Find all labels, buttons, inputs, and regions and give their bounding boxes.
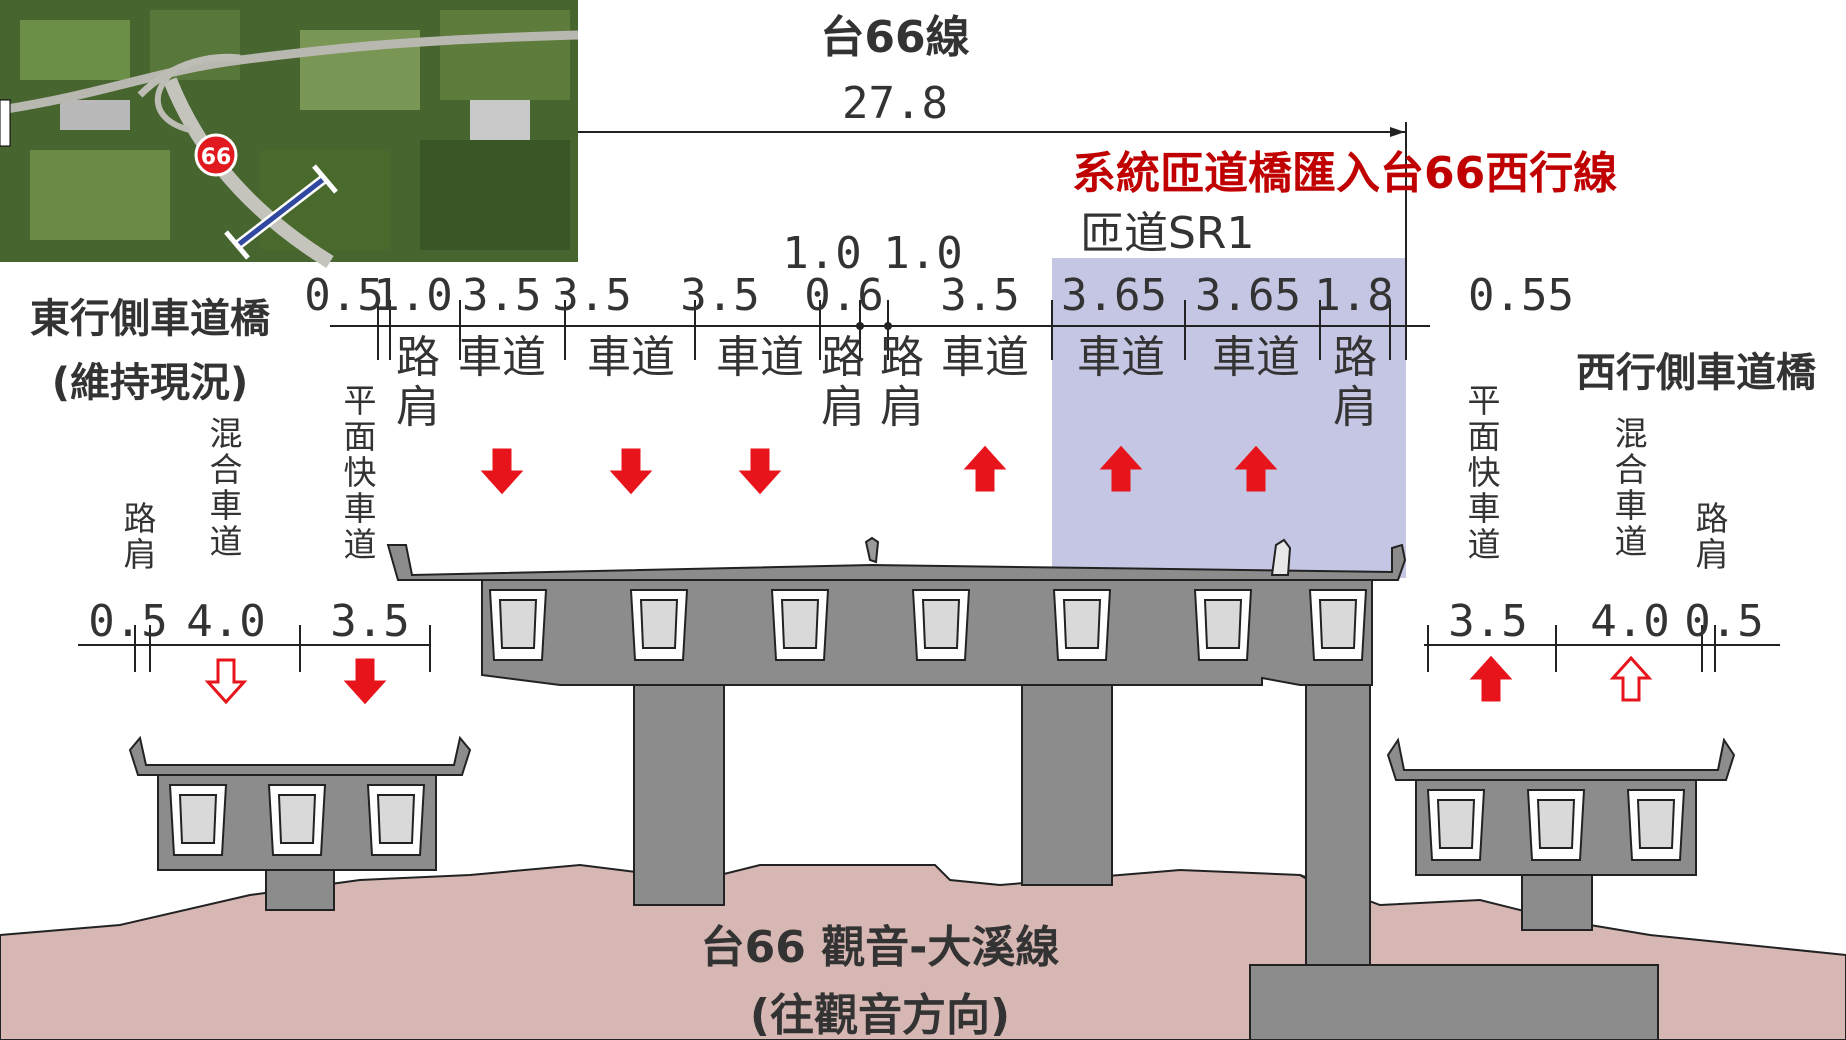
main-lane-label: 路肩 [1333,332,1377,433]
arrow-up-icon [1234,445,1278,492]
arrow-up-outline-icon [1609,655,1653,702]
route-66-shield-icon: 66 [194,133,238,177]
ramp-label: 匝道SR1 [1080,208,1255,259]
main-girder-cell-6 [1193,589,1253,661]
ramp-sr1-highlight [1052,258,1406,578]
main-lane-label: 車道 [1077,332,1165,383]
main-lane-label: 車道 [587,332,675,383]
arrow-down-icon [738,448,782,495]
right-lane-label: 路肩 [1696,499,1729,574]
main-dim-value: 1.8 [1314,270,1393,321]
west-bridge [1386,737,1736,931]
route-title: 台66線 [820,12,969,63]
right-dimension-line [1424,625,1780,672]
main-dim-value: 3.65 [1195,270,1301,321]
west-girder-cell-3 [1626,789,1686,861]
bottom-direction-label: (往觀音方向) [750,990,1010,1040]
main-dim-value: 3.5 [940,270,1019,321]
main-dim-value: 3.5 [462,270,541,321]
main-bridge [386,536,1659,1040]
east-bridge [128,735,472,911]
main-girder-cell-2 [629,589,689,661]
right-dim-value: 4.0 [1590,596,1669,647]
main-girder-cell-1 [488,589,548,661]
left-dim-value: 4.0 [186,596,265,647]
main-dim-value: 0.5 [304,270,383,321]
upper-dim-value: 1.0 [782,228,861,279]
merge-label: 系統匝道橋匯入台66西行線 [1072,148,1617,199]
aerial-photo [0,0,579,268]
main-pier-3 [1305,684,1371,971]
main-lane-label: 路肩 [396,332,440,433]
left-dim-value: 0.5 [88,596,167,647]
route-shield-number: 66 [201,145,232,170]
arrow-down-icon [480,448,524,495]
right-dim-value: 3.5 [1448,596,1527,647]
main-dim-value: 0.6 [804,270,883,321]
main-dimension-line [330,300,1430,360]
east-bridge-status: (維持現況) [52,360,249,406]
main-lane-label: 路肩 [880,332,924,433]
right-lane-label: 平面快車道 [1468,381,1501,564]
total-width-dimension: 台66線 27.8 [578,12,1407,355]
total-width-value: 27.8 [842,78,948,129]
left-dim-value: 3.5 [330,596,409,647]
main-dim-value: 3.5 [680,270,759,321]
right-lane-label: 混合車道 [1615,414,1648,561]
arrow-up-icon [963,445,1007,492]
east-girder-cell-2 [267,784,327,856]
aerial-section-marker [224,164,338,260]
arrow-up-icon [1469,655,1513,702]
main-pier-footing [1249,964,1659,1040]
main-lane-label: 車道 [1212,332,1300,383]
main-girder-cell-4 [911,589,971,661]
main-pier-2 [1021,684,1113,886]
main-lane-label: 車道 [716,332,804,383]
arrow-down-outline-icon [204,658,248,705]
upper-dim-value: 1.0 [883,228,962,279]
east-girder-cell-3 [366,784,426,856]
right-dim-value: 0.5 [1684,596,1763,647]
main-girder-cell-7 [1308,589,1368,661]
main-dim-value: 0.55 [1468,270,1574,321]
left-lane-label: 路肩 [124,499,157,574]
west-bridge-label: 西行側車道橋 [1576,350,1816,396]
bottom-route-label: 台66 觀音-大溪線 [701,922,1060,973]
main-dim-value: 3.5 [552,270,631,321]
left-lane-label: 混合車道 [210,414,243,561]
main-lane-label: 車道 [458,332,546,383]
west-girder-cell-2 [1526,789,1586,861]
left-dimension-line [78,625,431,672]
east-girder-cell-1 [168,784,228,856]
east-bridge-label: 東行側車道橋 [30,296,270,342]
main-lane-label: 車道 [941,332,1029,383]
main-pier-1 [633,684,725,906]
main-lane-label: 路肩 [821,332,865,433]
arrow-down-icon [609,448,653,495]
main-girder-cell-5 [1052,589,1112,661]
main-dim-value: 1.0 [373,270,452,321]
left-lane-label: 平面快車道 [344,381,377,564]
arrow-down-icon [343,658,387,705]
west-girder-cell-1 [1426,789,1486,861]
main-girder-cell-3 [770,589,830,661]
main-dim-value: 3.65 [1061,270,1167,321]
arrow-up-icon [1099,445,1143,492]
